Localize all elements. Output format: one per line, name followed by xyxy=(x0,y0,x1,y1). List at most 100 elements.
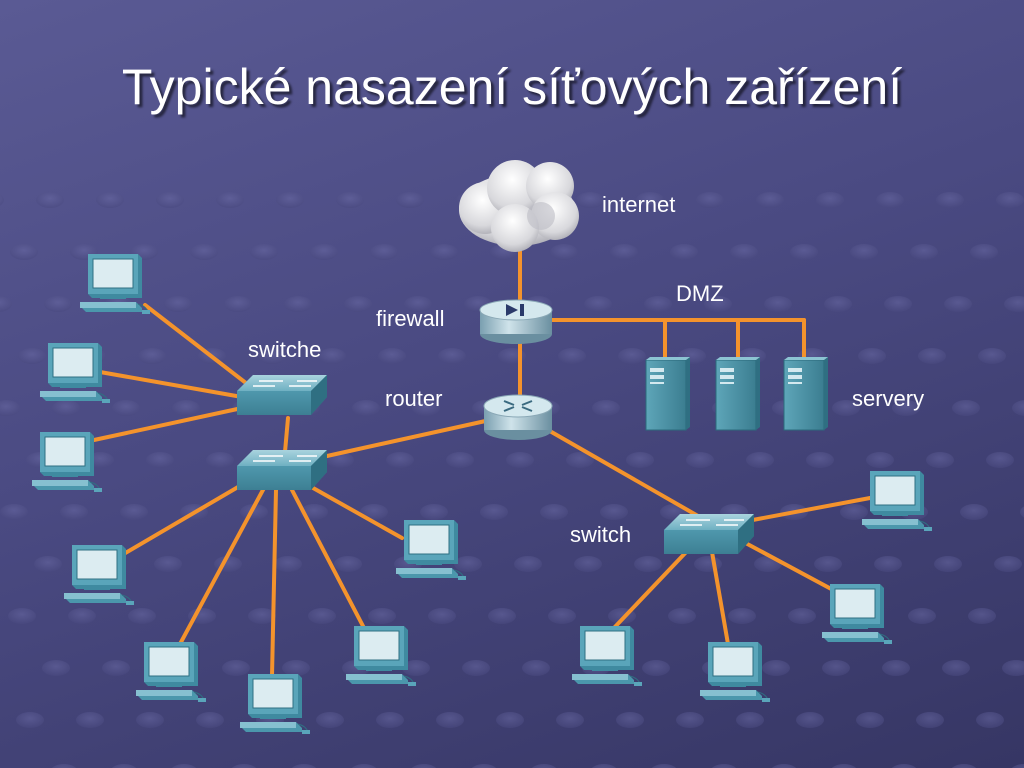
background-dot xyxy=(36,192,64,208)
background-dot xyxy=(796,712,824,728)
background-dot xyxy=(154,556,182,572)
background-dot xyxy=(584,296,612,312)
label-switche: switche xyxy=(248,337,322,362)
background-dot xyxy=(16,712,44,728)
link-pc-4 xyxy=(120,478,252,557)
background-dot xyxy=(34,556,62,572)
background-dot xyxy=(910,244,938,260)
background-dot xyxy=(480,504,508,520)
link-pc-3 xyxy=(92,406,244,442)
label-switch: switch xyxy=(570,522,632,547)
background-dot xyxy=(196,712,224,728)
background-dot xyxy=(411,764,437,768)
background-dot xyxy=(352,400,380,416)
background-dot xyxy=(891,764,917,768)
background-dot xyxy=(728,608,756,624)
background-dot xyxy=(1004,296,1024,312)
background-dot xyxy=(556,712,584,728)
slide-title: Typické nasazení síťových zařízení xyxy=(121,59,903,115)
background-dot xyxy=(378,348,406,364)
link-pc-8 xyxy=(304,482,404,540)
background-dot xyxy=(190,244,218,260)
switch-icon xyxy=(663,513,755,555)
background-dot xyxy=(1011,764,1024,768)
background-dot xyxy=(548,608,576,624)
background-dot xyxy=(756,192,784,208)
background-dot xyxy=(670,244,698,260)
background-dot xyxy=(591,764,617,768)
background-dot xyxy=(858,348,886,364)
background-dot xyxy=(171,764,197,768)
background-dot xyxy=(436,712,464,728)
background-dot xyxy=(942,660,970,676)
background-dot xyxy=(506,452,534,468)
background-dot xyxy=(806,452,834,468)
background-dot xyxy=(231,764,257,768)
background-dot xyxy=(634,556,662,572)
background-dot xyxy=(138,348,166,364)
background-dot xyxy=(120,504,148,520)
background-dot xyxy=(216,192,244,208)
background-dot xyxy=(618,348,646,364)
background-dot xyxy=(206,452,234,468)
background-dot xyxy=(704,296,732,312)
server-icon xyxy=(645,356,691,431)
background-dot xyxy=(531,764,557,768)
background-dot xyxy=(360,504,388,520)
background-dot xyxy=(136,712,164,728)
label-dmz: DMZ xyxy=(676,281,724,306)
background-dot xyxy=(651,764,677,768)
background-dot xyxy=(822,660,850,676)
background-dot xyxy=(832,400,860,416)
link-router-switch-right xyxy=(546,428,707,522)
background-dot xyxy=(711,764,737,768)
background-dot xyxy=(522,660,550,676)
background-dot xyxy=(446,452,474,468)
link-pc-7 xyxy=(290,488,366,630)
link-switch-switch xyxy=(283,416,290,454)
background-dot xyxy=(936,192,964,208)
background-dot xyxy=(976,712,1004,728)
background-dot xyxy=(850,244,878,260)
link-pc-2 xyxy=(98,370,244,399)
background-dot xyxy=(916,712,944,728)
background-dot xyxy=(566,452,594,468)
link-pc-6 xyxy=(270,488,278,678)
background-dot xyxy=(370,244,398,260)
link-pc-1 xyxy=(143,303,257,392)
background-dot xyxy=(258,348,286,364)
background-dot xyxy=(592,400,620,416)
background-dot xyxy=(994,556,1022,572)
background-dot xyxy=(960,504,988,520)
background-dot xyxy=(420,504,448,520)
background-dot xyxy=(610,244,638,260)
background-dot xyxy=(926,452,954,468)
background-dot xyxy=(626,452,654,468)
background-dot xyxy=(1002,660,1024,676)
computer-icon xyxy=(79,253,151,315)
background-dot xyxy=(866,452,894,468)
background-dot xyxy=(814,556,842,572)
background-dot xyxy=(762,660,790,676)
background-dot xyxy=(874,556,902,572)
background-dot xyxy=(934,556,962,572)
background-dot xyxy=(788,608,816,624)
background-dot xyxy=(274,556,302,572)
background-dot xyxy=(44,296,72,312)
background-dot xyxy=(676,712,704,728)
background-dot xyxy=(636,192,664,208)
computer-icon xyxy=(345,625,417,687)
background-dot xyxy=(8,608,36,624)
server-icon xyxy=(783,356,829,431)
background-dot xyxy=(471,764,497,768)
computer-icon xyxy=(395,519,467,581)
background-dot xyxy=(0,400,20,416)
background-dot xyxy=(316,712,344,728)
computer-icon xyxy=(571,625,643,687)
background-dot xyxy=(42,660,70,676)
computer-icon xyxy=(31,431,103,493)
background-dot xyxy=(856,712,884,728)
background-dot xyxy=(616,712,644,728)
internet-cloud-icon xyxy=(459,160,579,252)
